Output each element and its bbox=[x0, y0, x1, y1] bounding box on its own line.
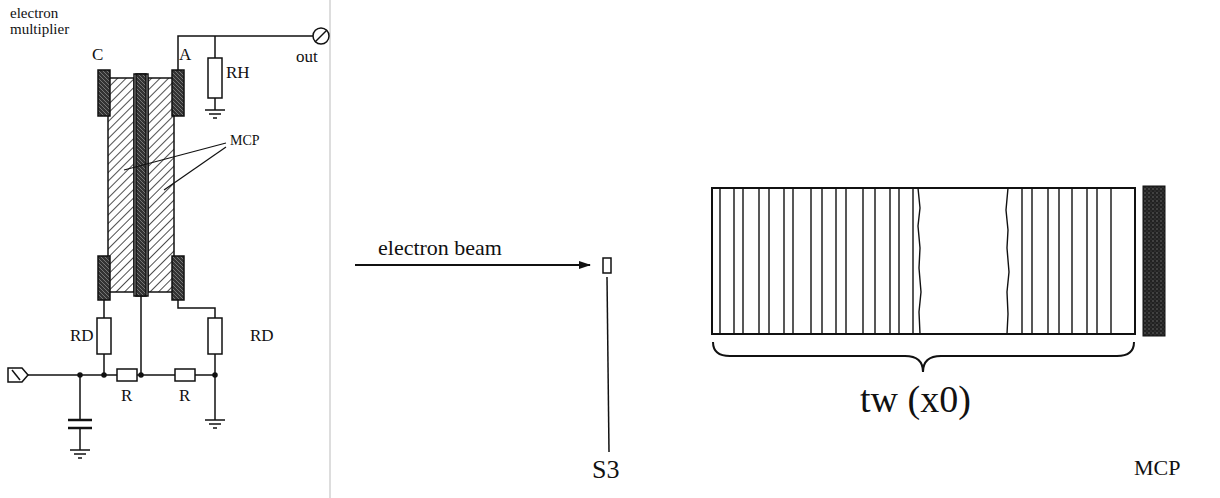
plate-line bbox=[1058, 188, 1059, 334]
plate-line bbox=[835, 188, 836, 334]
output-label: out bbox=[296, 48, 318, 66]
plate-line bbox=[810, 188, 811, 334]
device-title: electron multiplier bbox=[10, 6, 94, 38]
leader-line bbox=[124, 143, 226, 190]
plate-line bbox=[733, 188, 734, 334]
plate-line bbox=[1110, 188, 1111, 334]
plate-line bbox=[719, 188, 720, 334]
plate-line bbox=[862, 188, 863, 334]
tungsten-plates bbox=[720, 188, 1111, 334]
panel-divider bbox=[330, 0, 331, 498]
plate-line bbox=[1071, 188, 1072, 334]
resistor-label: RD bbox=[70, 327, 94, 345]
resistor-label: R bbox=[121, 387, 132, 405]
plate-line bbox=[792, 188, 793, 334]
output-wiring bbox=[178, 28, 329, 118]
leader-line bbox=[607, 277, 609, 452]
gap-edges bbox=[918, 188, 1009, 334]
part-label: MCP bbox=[230, 134, 260, 149]
plate-line bbox=[1047, 188, 1048, 334]
thickness-label: tw (x0) bbox=[860, 380, 971, 420]
bracket bbox=[713, 342, 1134, 372]
plate-line bbox=[889, 188, 890, 334]
resistor-label: RD bbox=[250, 327, 274, 345]
tungsten-stack bbox=[712, 188, 1135, 334]
beam-arrow bbox=[355, 264, 590, 266]
plate-line bbox=[898, 188, 899, 334]
plate-line bbox=[821, 188, 822, 334]
plate-line bbox=[912, 188, 913, 334]
plate-line bbox=[874, 188, 875, 334]
plate-line bbox=[1031, 188, 1032, 334]
plate-line bbox=[742, 188, 743, 334]
plate-line bbox=[768, 188, 769, 334]
scintillator-s3 bbox=[603, 258, 611, 273]
resistor-label: R bbox=[179, 387, 190, 405]
plate-line bbox=[783, 188, 784, 334]
plate-line bbox=[1096, 188, 1097, 334]
electrode-label: C bbox=[92, 46, 103, 64]
plate-line bbox=[1021, 188, 1022, 334]
part-label: MCP bbox=[1134, 456, 1180, 479]
divider-network bbox=[8, 296, 225, 458]
plate-line bbox=[845, 188, 846, 334]
beam-label: electron beam bbox=[378, 236, 502, 259]
plate-line bbox=[758, 188, 759, 334]
resistor-label: RH bbox=[226, 64, 250, 82]
mcp-detector bbox=[1143, 186, 1165, 336]
part-label: S3 bbox=[592, 456, 619, 483]
electrode-label: A bbox=[179, 46, 191, 64]
plate-line bbox=[1086, 188, 1087, 334]
